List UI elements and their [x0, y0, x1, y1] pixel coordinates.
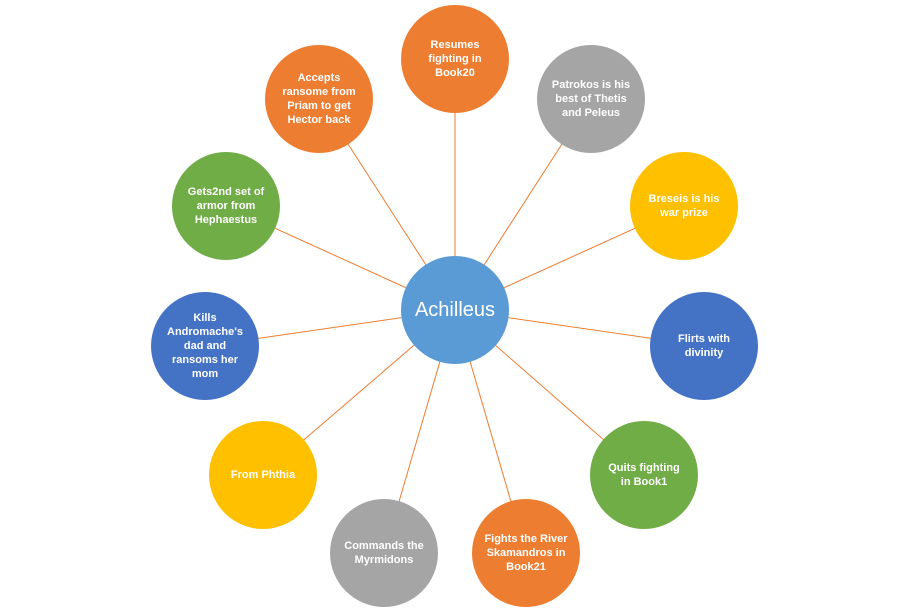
node-flirts-with-divinity: Flirts with divinity: [650, 292, 758, 400]
node-label: Accepts ransome from Priam to get Hector…: [282, 72, 356, 126]
node-from-phthia: From Phthia: [209, 421, 317, 529]
node-label: Breseis is his war prize: [648, 193, 720, 219]
node-fights-skamandros: Fights the River Skamandros in Book21: [472, 499, 580, 607]
node-label: Quits fighting in Book1: [608, 462, 680, 488]
node-label: From Phthia: [230, 469, 296, 481]
node-accepts-ransome: Accepts ransome from Priam to get Hector…: [265, 45, 373, 153]
center-node-achilleus: Achilleus: [401, 256, 509, 364]
node-breseis: Breseis is his war prize: [630, 152, 738, 260]
node-label: Resumes fighting in Book20: [428, 39, 482, 79]
node-label: Flirts with divinity: [678, 333, 730, 359]
center-label: Achilleus: [414, 298, 496, 321]
node-label: Patrokos is his best of Thetis and Peleu…: [551, 79, 631, 119]
node-label: Kills Andromache's dad and ransoms her m…: [167, 312, 243, 380]
node-resumes-fighting: Resumes fighting in Book20: [401, 5, 509, 113]
node-quits-fighting: Quits fighting in Book1: [590, 421, 698, 529]
node-label: Commands the Myrmidons: [344, 540, 424, 566]
node-kills-andromaches-dad: Kills Andromache's dad and ransoms her m…: [151, 292, 259, 400]
node-patrokos: Patrokos is his best of Thetis and Peleu…: [537, 45, 645, 153]
node-label: Gets2nd set of armor from Hephaestus: [187, 186, 265, 226]
node-label: Fights the River Skamandros in Book21: [484, 533, 568, 573]
node-second-armor: Gets2nd set of armor from Hephaestus: [172, 152, 280, 260]
node-commands-myrmidons: Commands the Myrmidons: [330, 499, 438, 607]
